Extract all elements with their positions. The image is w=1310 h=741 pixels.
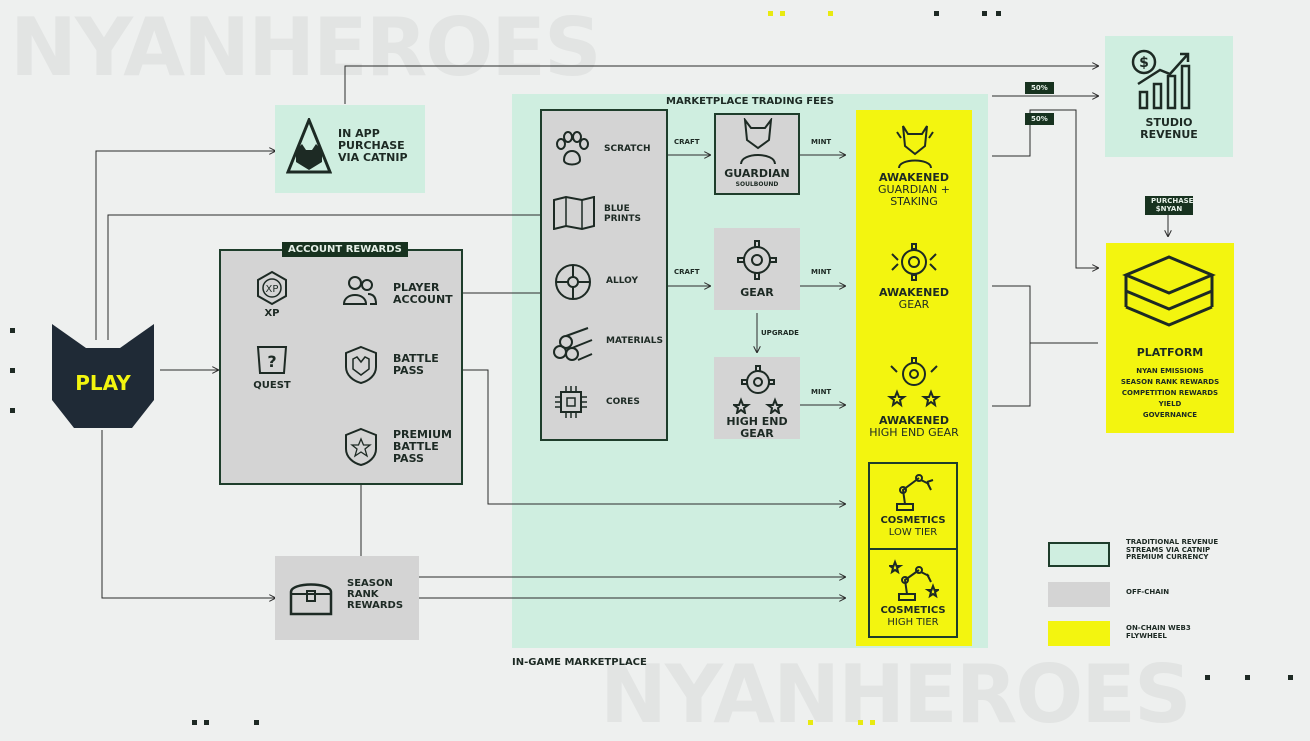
platform-item: COMPETITION REWARDS	[1121, 389, 1219, 397]
guardian-label: GUARDIAN	[724, 167, 790, 180]
resource-label: SCRATCH	[604, 144, 651, 154]
svg-text:XP: XP	[266, 284, 279, 295]
mint-label: MINT	[811, 138, 832, 146]
resource-label: CORES	[606, 397, 640, 407]
resources-box	[540, 109, 668, 441]
craft-label: CRAFT	[674, 138, 700, 146]
layers-icon	[1120, 253, 1218, 337]
brand-watermark-bottom: NYANHEROES	[600, 648, 1192, 741]
awakened-label: AWAKENED	[878, 286, 950, 299]
svg-text:$: $	[1139, 55, 1149, 71]
premium-battle-pass-label: PREMIUM BATTLE PASS	[393, 428, 452, 466]
awakened-guardian-staking-label: GUARDIAN + STAKING	[878, 183, 950, 209]
cat-head-icon	[52, 324, 154, 428]
legend-onchain-label: ON-CHAIN WEB3 FLYWHEEL	[1126, 624, 1191, 640]
play-cat-logo[interactable]	[48, 322, 158, 430]
battle-pass-icon	[343, 345, 379, 385]
svg-text:?: ?	[267, 352, 276, 371]
cosmetics-high-tier-label: HIGH TIER	[887, 617, 939, 628]
high-end-gear-label: HIGH END GEAR	[726, 415, 788, 441]
core-chip-icon	[553, 384, 589, 420]
platform-item: YIELD	[1158, 400, 1182, 408]
battle-pass-label: BATTLE PASS	[393, 352, 439, 378]
high-end-gear-icon	[733, 362, 783, 414]
player-account-label: PLAYER ACCOUNT	[393, 281, 453, 307]
materials-icon	[552, 322, 594, 362]
legend-traditional-label: TRADITIONAL REVENUE STREAMS VIA CATNIP P…	[1126, 538, 1219, 562]
season-rank-box[interactable]	[275, 556, 419, 640]
mint-label: MINT	[811, 268, 832, 276]
resource-label: MATERIALS	[606, 336, 663, 346]
player-account-icon	[342, 272, 378, 308]
brand-watermark-top: NYANHEROES	[10, 1, 602, 94]
awakened-high-end-gear-icon	[887, 356, 941, 408]
split-badge: 50%	[1025, 82, 1054, 94]
studio-revenue-label: STUDIO REVENUE	[1140, 116, 1198, 142]
premium-battle-pass-icon	[343, 427, 379, 467]
platform-item: SEASON RANK REWARDS	[1120, 378, 1220, 386]
platform-title: PLATFORM	[1136, 346, 1204, 359]
marketplace-title: MARKETPLACE TRADING FEES	[666, 96, 834, 107]
cosmetics-label: COSMETICS	[880, 515, 946, 526]
in-app-purchase-label: IN APP PURCHASE VIA CATNIP	[338, 127, 408, 165]
quest-label: QUEST	[253, 380, 291, 391]
legend-swatch-offchain	[1048, 582, 1110, 607]
awakened-guardian-icon	[895, 122, 935, 170]
robot-arm-stars-icon	[889, 558, 939, 602]
soulbound-label: SOULBOUND	[735, 181, 779, 188]
cosmetics-high-tier-box[interactable]	[868, 548, 958, 638]
split-badge: 50%	[1025, 113, 1054, 125]
blueprint-icon	[552, 196, 596, 230]
legend-swatch-traditional	[1048, 542, 1110, 567]
guardian-robot-icon	[739, 118, 777, 168]
guardian-box[interactable]	[714, 113, 800, 195]
catnip-icon	[286, 118, 332, 178]
legend-swatch-onchain	[1048, 621, 1110, 646]
paw-icon	[552, 130, 592, 168]
marketplace-title-bar	[512, 94, 988, 108]
awakened-gear-label: GEAR	[898, 298, 930, 311]
legend-offchain-label: OFF-CHAIN	[1126, 588, 1170, 596]
upgrade-label: UPGRADE	[761, 329, 799, 337]
marketplace-footer: IN-GAME MARKETPLACE	[512, 657, 647, 668]
cosmetics-label: COSMETICS	[880, 605, 946, 616]
resource-label: BLUE PRINTS	[604, 204, 642, 224]
awakened-gear-icon	[890, 240, 938, 284]
mint-label: MINT	[811, 388, 832, 396]
gear-icon	[735, 238, 779, 282]
platform-item: GOVERNANCE	[1142, 411, 1198, 419]
platform-item: NYAN EMISSIONS	[1136, 367, 1204, 375]
purchase-nyan-badge: PURCHASE $NYAN	[1145, 196, 1193, 216]
xp-label: XP	[264, 308, 280, 319]
cosmetics-low-tier-label: LOW TIER	[888, 527, 938, 538]
resource-label: ALLOY	[606, 276, 638, 286]
craft-label: CRAFT	[674, 268, 700, 276]
play-label[interactable]: PLAY	[75, 371, 131, 395]
awakened-high-end-gear-label: HIGH END GEAR	[869, 426, 959, 439]
xp-icon: XP	[254, 270, 290, 306]
awakened-label: AWAKENED	[878, 171, 950, 184]
revenue-chart-icon: $	[1130, 48, 1196, 110]
quest-icon: ?	[254, 343, 290, 377]
season-rank-label: SEASON RANK REWARDS	[347, 578, 404, 611]
account-rewards-title: ACCOUNT REWARDS	[282, 242, 408, 257]
alloy-wheel-icon	[553, 262, 593, 302]
robot-arm-icon	[893, 470, 935, 512]
gear-label: GEAR	[740, 286, 774, 299]
awakened-label: AWAKENED	[878, 414, 950, 427]
treasure-chest-icon	[287, 578, 335, 618]
